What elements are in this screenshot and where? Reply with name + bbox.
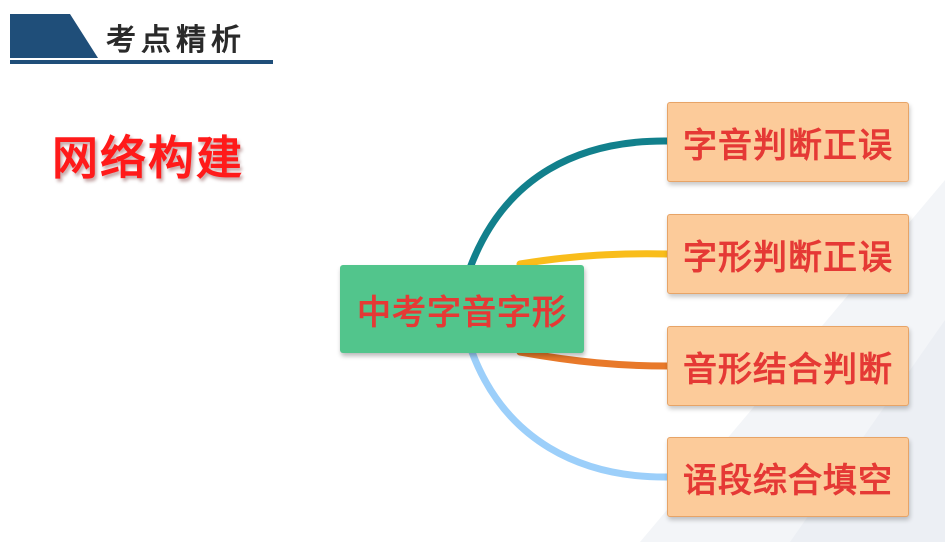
- mindmap-center-node: 中考字音字形: [340, 265, 584, 353]
- connector-3: [516, 348, 672, 370]
- branch-node-character-form: 字形判断正误: [667, 214, 909, 294]
- connector-1: [466, 137, 672, 272]
- center-node-label: 中考字音字形: [357, 292, 567, 333]
- connector-4: [468, 348, 672, 481]
- branch-label: 字音判断正误: [683, 125, 893, 166]
- header-underline: [10, 60, 273, 64]
- branch-label: 字形判断正误: [683, 237, 893, 278]
- section-header: 考点精析: [10, 10, 273, 66]
- branch-label: 音形结合判断: [683, 349, 893, 390]
- branch-node-pronunciation: 字音判断正误: [667, 102, 909, 182]
- header-banner-shape: [10, 14, 98, 58]
- connector-2: [516, 250, 672, 268]
- branch-label: 语段综合填空: [683, 460, 893, 501]
- network-title: 网络构建: [52, 131, 244, 185]
- branch-node-passage-fill: 语段综合填空: [667, 437, 909, 517]
- branch-node-combined: 音形结合判断: [667, 326, 909, 406]
- header-title: 考点精析: [106, 23, 246, 58]
